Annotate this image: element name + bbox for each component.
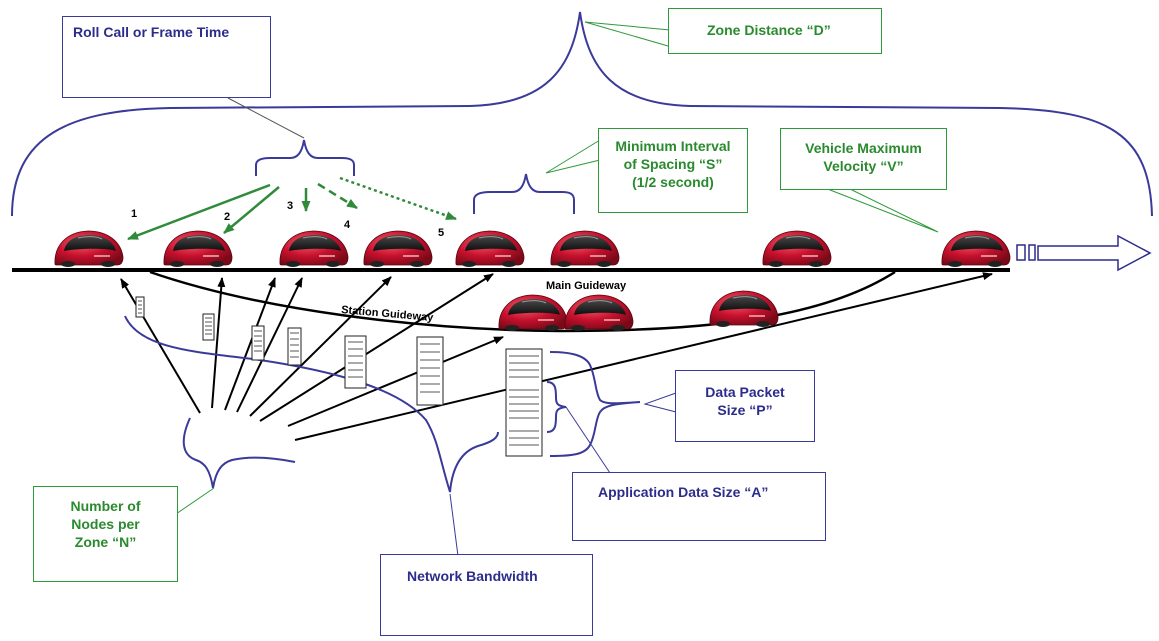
- vehicle-main-4: [363, 230, 433, 268]
- min-interval-label-line1: Minimum Interval: [615, 138, 731, 154]
- app-data-brace: [546, 381, 567, 433]
- packet-icon-1: [135, 296, 145, 318]
- station-guideway-curve: [149, 270, 896, 333]
- vehicle-max-label-box: Vehicle Maximum Velocity “V”: [780, 128, 947, 190]
- roll-call-label-box: Roll Call or Frame Time: [62, 16, 271, 98]
- vehicle-max-label-line1: Vehicle Maximum: [805, 140, 922, 156]
- nodes-label-box: Number of Nodes per Zone “N”: [33, 486, 178, 582]
- poll-number-5: 5: [438, 227, 444, 239]
- nodes-label-line3: Zone “N”: [74, 534, 137, 550]
- poll-number-3: 3: [287, 200, 293, 212]
- vehicle-max-label-line2: Velocity “V”: [823, 158, 904, 174]
- roll-call-brace: [255, 139, 355, 176]
- zone-distance-brace: [11, 11, 1153, 217]
- data-packet-label-line1: Data Packet: [705, 384, 785, 400]
- zone-distance-tail: [584, 21, 671, 47]
- packet-icon-6: [416, 336, 444, 406]
- poll-arrow-2: [223, 186, 280, 234]
- zone-distance-label: Zone Distance “D”: [707, 22, 831, 38]
- vehicle-main-8: [941, 230, 1011, 268]
- min-interval-label-line3: (1/2 second): [632, 174, 714, 190]
- nodes-brace: [182, 417, 296, 489]
- app-data-label: Application Data Size “A”: [598, 484, 769, 500]
- min-interval-label-box: Minimum Interval of Spacing “S” (1/2 sec…: [598, 128, 748, 213]
- poll-number-2: 2: [224, 211, 230, 223]
- vehicle-station-1: [498, 294, 568, 332]
- poll-arrow-5: [339, 176, 457, 221]
- network-bandwidth-brace: [124, 315, 499, 493]
- poll-arrow-4: [317, 182, 358, 210]
- poll-number-1: 1: [131, 208, 137, 220]
- vehicle-main-5: [455, 230, 525, 268]
- data-packet-brace: [549, 351, 641, 457]
- app-data-pointer: [565, 406, 613, 477]
- min-interval-label-line2: of Spacing “S”: [623, 156, 723, 172]
- zone-distance-label-box: Zone Distance “D”: [668, 8, 882, 54]
- vehicle-main-7: [762, 230, 832, 268]
- poll-number-4: 4: [344, 219, 351, 231]
- data-packet-label-box: Data Packet Size “P”: [675, 370, 815, 442]
- packet-icon-large: [505, 348, 543, 457]
- network-bandwidth-label: Network Bandwidth: [407, 568, 538, 584]
- nodes-label-line1: Number of: [70, 498, 141, 514]
- app-data-label-box: Application Data Size “A”: [572, 472, 826, 541]
- network-bandwidth-label-box: Network Bandwidth: [380, 554, 593, 636]
- vehicle-main-6: [550, 230, 620, 268]
- vehicle-station-3: [709, 290, 779, 328]
- polling-arrows: [127, 176, 457, 241]
- packet-icon-2: [202, 313, 215, 341]
- vehicle-main-1: [54, 230, 124, 268]
- poll-arrow-1: [127, 183, 271, 241]
- min-interval-tail: [545, 139, 601, 174]
- packet-icon-4: [287, 327, 302, 366]
- node-arrows: [120, 272, 993, 441]
- vehicle-main-3: [279, 230, 349, 268]
- data-packet-label-line2: Size “P”: [717, 402, 773, 418]
- data-packet-tail: [643, 392, 677, 413]
- direction-arrow: [1016, 234, 1152, 272]
- vehicle-main-2: [163, 230, 233, 268]
- nodes-switch: [183, 401, 296, 467]
- vehicle-max-tail: [824, 187, 939, 233]
- min-interval-brace: [473, 173, 575, 214]
- network-pointer: [449, 493, 459, 557]
- packet-icon-5: [344, 335, 367, 389]
- roll-call-label: Roll Call or Frame Time: [73, 24, 230, 40]
- nodes-label-line2: Nodes per: [71, 516, 140, 532]
- nodes-pointer: [175, 487, 215, 515]
- roll-call-pointer: [227, 97, 305, 139]
- main-guideway-label: Main Guideway: [546, 280, 627, 292]
- packet-stripes: [138, 300, 539, 446]
- vehicle-station-2: [564, 294, 634, 332]
